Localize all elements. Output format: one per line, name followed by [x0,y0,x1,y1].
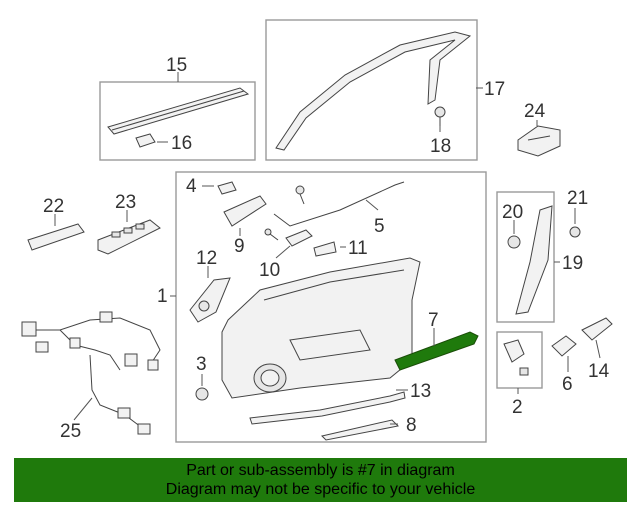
part-23-master-switch [97,219,161,255]
callout-8: 8 [406,415,417,436]
group-frame-2 [496,331,543,389]
part-12-tweeter [189,277,231,323]
callout-6: 6 [562,374,573,395]
banner-line-1: Part or sub-assembly is #7 in diagram [186,462,455,479]
callout-1: 1 [157,286,168,307]
callout-15: 15 [166,55,187,76]
info-banner: Part or sub-assembly is #7 in diagram Di… [14,458,627,502]
group-frame-17 [265,19,478,161]
part-18-clip [434,106,446,126]
part-6-cap [551,335,577,357]
part-14-cover [581,317,613,341]
part-10-handle-bezel [264,228,313,247]
part-15-moulding [107,87,250,135]
part-25-wire-harness [21,311,161,435]
part-3-clip [195,387,209,401]
callout-18: 18 [430,136,451,157]
group-frame-19 [496,191,555,323]
callout-5: 5 [374,216,385,237]
banner-line-2: Diagram may not be specific to your vehi… [165,481,476,498]
callout-4: 4 [186,176,197,197]
part-9-bracket [223,195,267,227]
callout-12: 12 [196,248,217,269]
part-19-pillar-trim [515,205,553,315]
callout-10: 10 [259,260,280,281]
callout-17: 17 [484,79,505,100]
callout-21: 21 [567,188,588,209]
part-11-switch-base [313,241,337,257]
callout-16: 16 [171,133,192,154]
part-24-switch [517,125,561,157]
part-13-lower-garnish [249,391,406,425]
part-17-frame-garnish [275,31,472,151]
part-21-clip [569,226,581,238]
part-2-bracket [503,339,529,376]
callout-25: 25 [60,421,81,442]
callout-9: 9 [234,236,245,257]
part-7-moulding-highlighted [394,331,479,371]
callout-22: 22 [43,196,64,217]
part-5-upper-trim [273,181,405,227]
callout-24: 24 [524,101,546,122]
group-frame-1 [175,171,487,443]
callout-11: 11 [348,238,368,259]
callout-13: 13 [410,381,431,402]
part-16-clip [135,133,156,148]
callout-19: 19 [562,253,583,274]
part-20-clip [507,235,521,249]
part-22-bezel [27,223,85,251]
callout-2: 2 [512,397,523,418]
callout-14: 14 [588,361,610,382]
leader-lines [54,72,601,425]
part-4-clip [217,181,237,195]
part-8-strip [321,419,400,441]
callout-3: 3 [196,354,207,375]
callout-7: 7 [428,310,439,331]
callout-20: 20 [502,202,523,223]
callout-23: 23 [115,192,136,213]
part-1-door-panel [221,257,421,399]
